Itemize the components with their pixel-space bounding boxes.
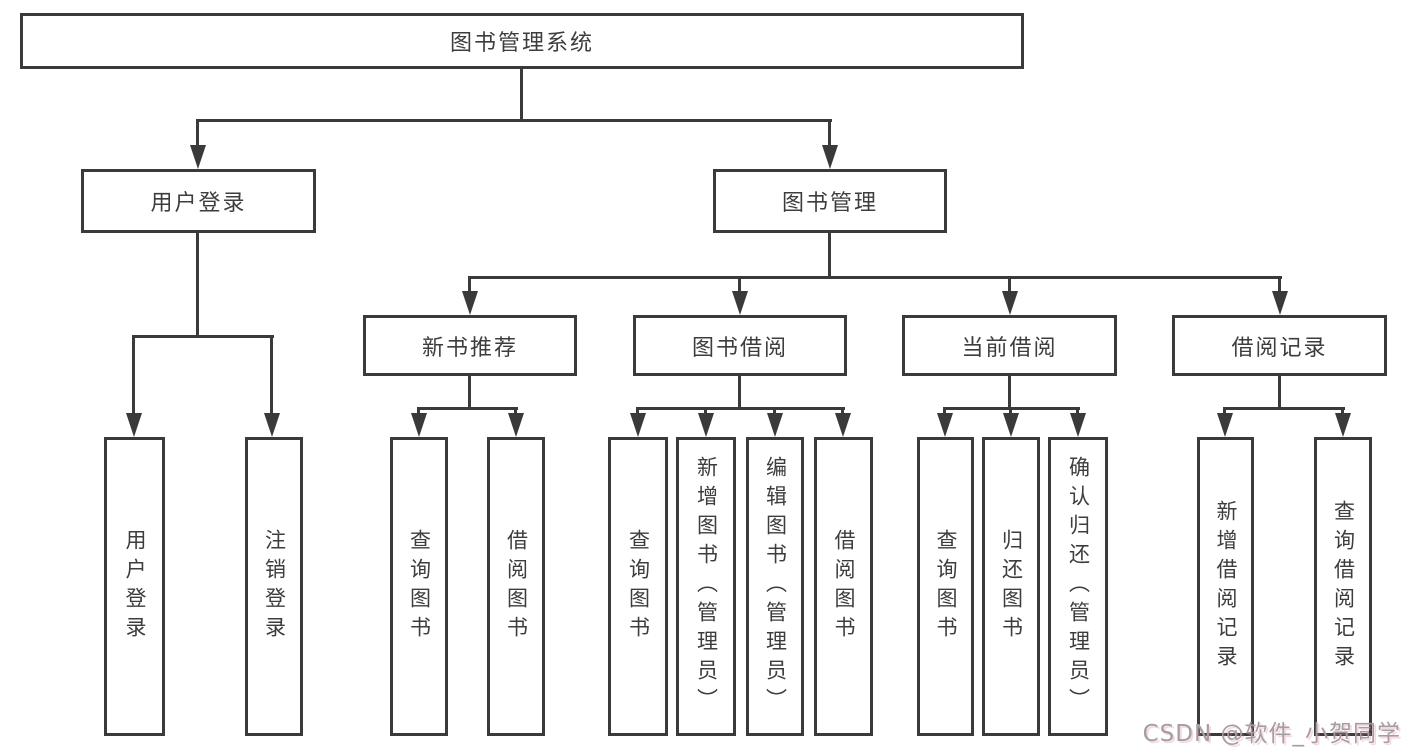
leaf-query-books-recommend: 查询图书 xyxy=(390,437,448,736)
connector-line xyxy=(828,233,831,278)
connector-line xyxy=(196,119,832,122)
arrowhead xyxy=(462,291,478,315)
leaf-confirm-return-admin: 确认归还（管理员） xyxy=(1048,437,1108,736)
arrowhead xyxy=(190,145,206,169)
connector-line xyxy=(1008,276,1011,294)
leaf-query-books-current: 查询图书 xyxy=(917,437,974,736)
arrowhead xyxy=(835,413,851,437)
connector-line xyxy=(1341,407,1344,417)
connector-line xyxy=(468,276,1282,279)
node-user-login: 用户登录 xyxy=(81,169,316,233)
arrowhead xyxy=(1002,291,1018,315)
connector-line xyxy=(196,233,199,337)
leaf-borrow-books-borrowing: 借阅图书 xyxy=(814,437,873,736)
arrowhead xyxy=(411,413,427,437)
arrowhead xyxy=(1272,291,1288,315)
connector-line xyxy=(841,407,844,417)
connector-line xyxy=(738,376,741,409)
leaf-query-borrow-record: 查询借阅记录 xyxy=(1314,437,1372,736)
connector-line xyxy=(1223,407,1226,417)
leaf-add-borrow-record: 新增借阅记录 xyxy=(1197,437,1254,736)
connector-line xyxy=(636,407,639,417)
connector-line xyxy=(943,407,946,417)
node-new-book-recommendation: 新书推荐 xyxy=(363,315,577,376)
connector-line xyxy=(520,69,523,121)
connector-line xyxy=(417,407,518,410)
arrowhead xyxy=(126,413,142,437)
node-library-management-system: 图书管理系统 xyxy=(20,13,1024,69)
connector-line xyxy=(132,335,135,417)
node-book-borrowing: 图书借阅 xyxy=(633,315,847,376)
arrowhead xyxy=(1003,413,1019,437)
connector-line xyxy=(1076,407,1079,417)
connector-line xyxy=(1278,376,1281,409)
connector-line xyxy=(468,376,471,409)
connector-line xyxy=(704,407,707,417)
node-book-management: 图书管理 xyxy=(713,169,947,233)
connector-line xyxy=(1223,407,1345,410)
arrowhead xyxy=(508,413,524,437)
connector-line xyxy=(828,119,831,150)
connector-line xyxy=(417,407,420,417)
arrowhead xyxy=(937,413,953,437)
connector-line xyxy=(636,407,845,410)
leaf-return-books: 归还图书 xyxy=(982,437,1040,736)
leaf-user-login: 用户登录 xyxy=(104,437,165,736)
arrowhead xyxy=(1335,413,1351,437)
leaf-borrow-books-recommend: 借阅图书 xyxy=(487,437,545,736)
node-current-borrowing: 当前借阅 xyxy=(902,315,1117,376)
connector-line xyxy=(132,335,274,338)
leaf-add-books-admin: 新增图书（管理员） xyxy=(676,437,736,736)
leaf-edit-books-admin: 编辑图书（管理员） xyxy=(746,437,804,736)
leaf-query-books-borrowing: 查询图书 xyxy=(608,437,668,736)
arrowhead xyxy=(767,413,783,437)
connector-line xyxy=(1009,407,1012,417)
connector-line xyxy=(1278,276,1281,294)
connector-line xyxy=(773,407,776,417)
connector-line xyxy=(468,276,471,294)
connector-line xyxy=(270,335,273,417)
arrowhead xyxy=(1070,413,1086,437)
arrowhead xyxy=(698,413,714,437)
arrowhead xyxy=(630,413,646,437)
connector-line xyxy=(1008,376,1011,409)
leaf-logout: 注销登录 xyxy=(245,437,303,736)
connector-line xyxy=(196,119,199,150)
node-borrowing-records: 借阅记录 xyxy=(1172,315,1387,376)
connector-line xyxy=(738,276,741,294)
arrowhead xyxy=(1217,413,1233,437)
watermark: CSDN @软件_小贺同学 xyxy=(1142,721,1401,747)
connector-line xyxy=(514,407,517,417)
arrowhead xyxy=(822,145,838,169)
arrowhead xyxy=(264,413,280,437)
arrowhead xyxy=(732,291,748,315)
